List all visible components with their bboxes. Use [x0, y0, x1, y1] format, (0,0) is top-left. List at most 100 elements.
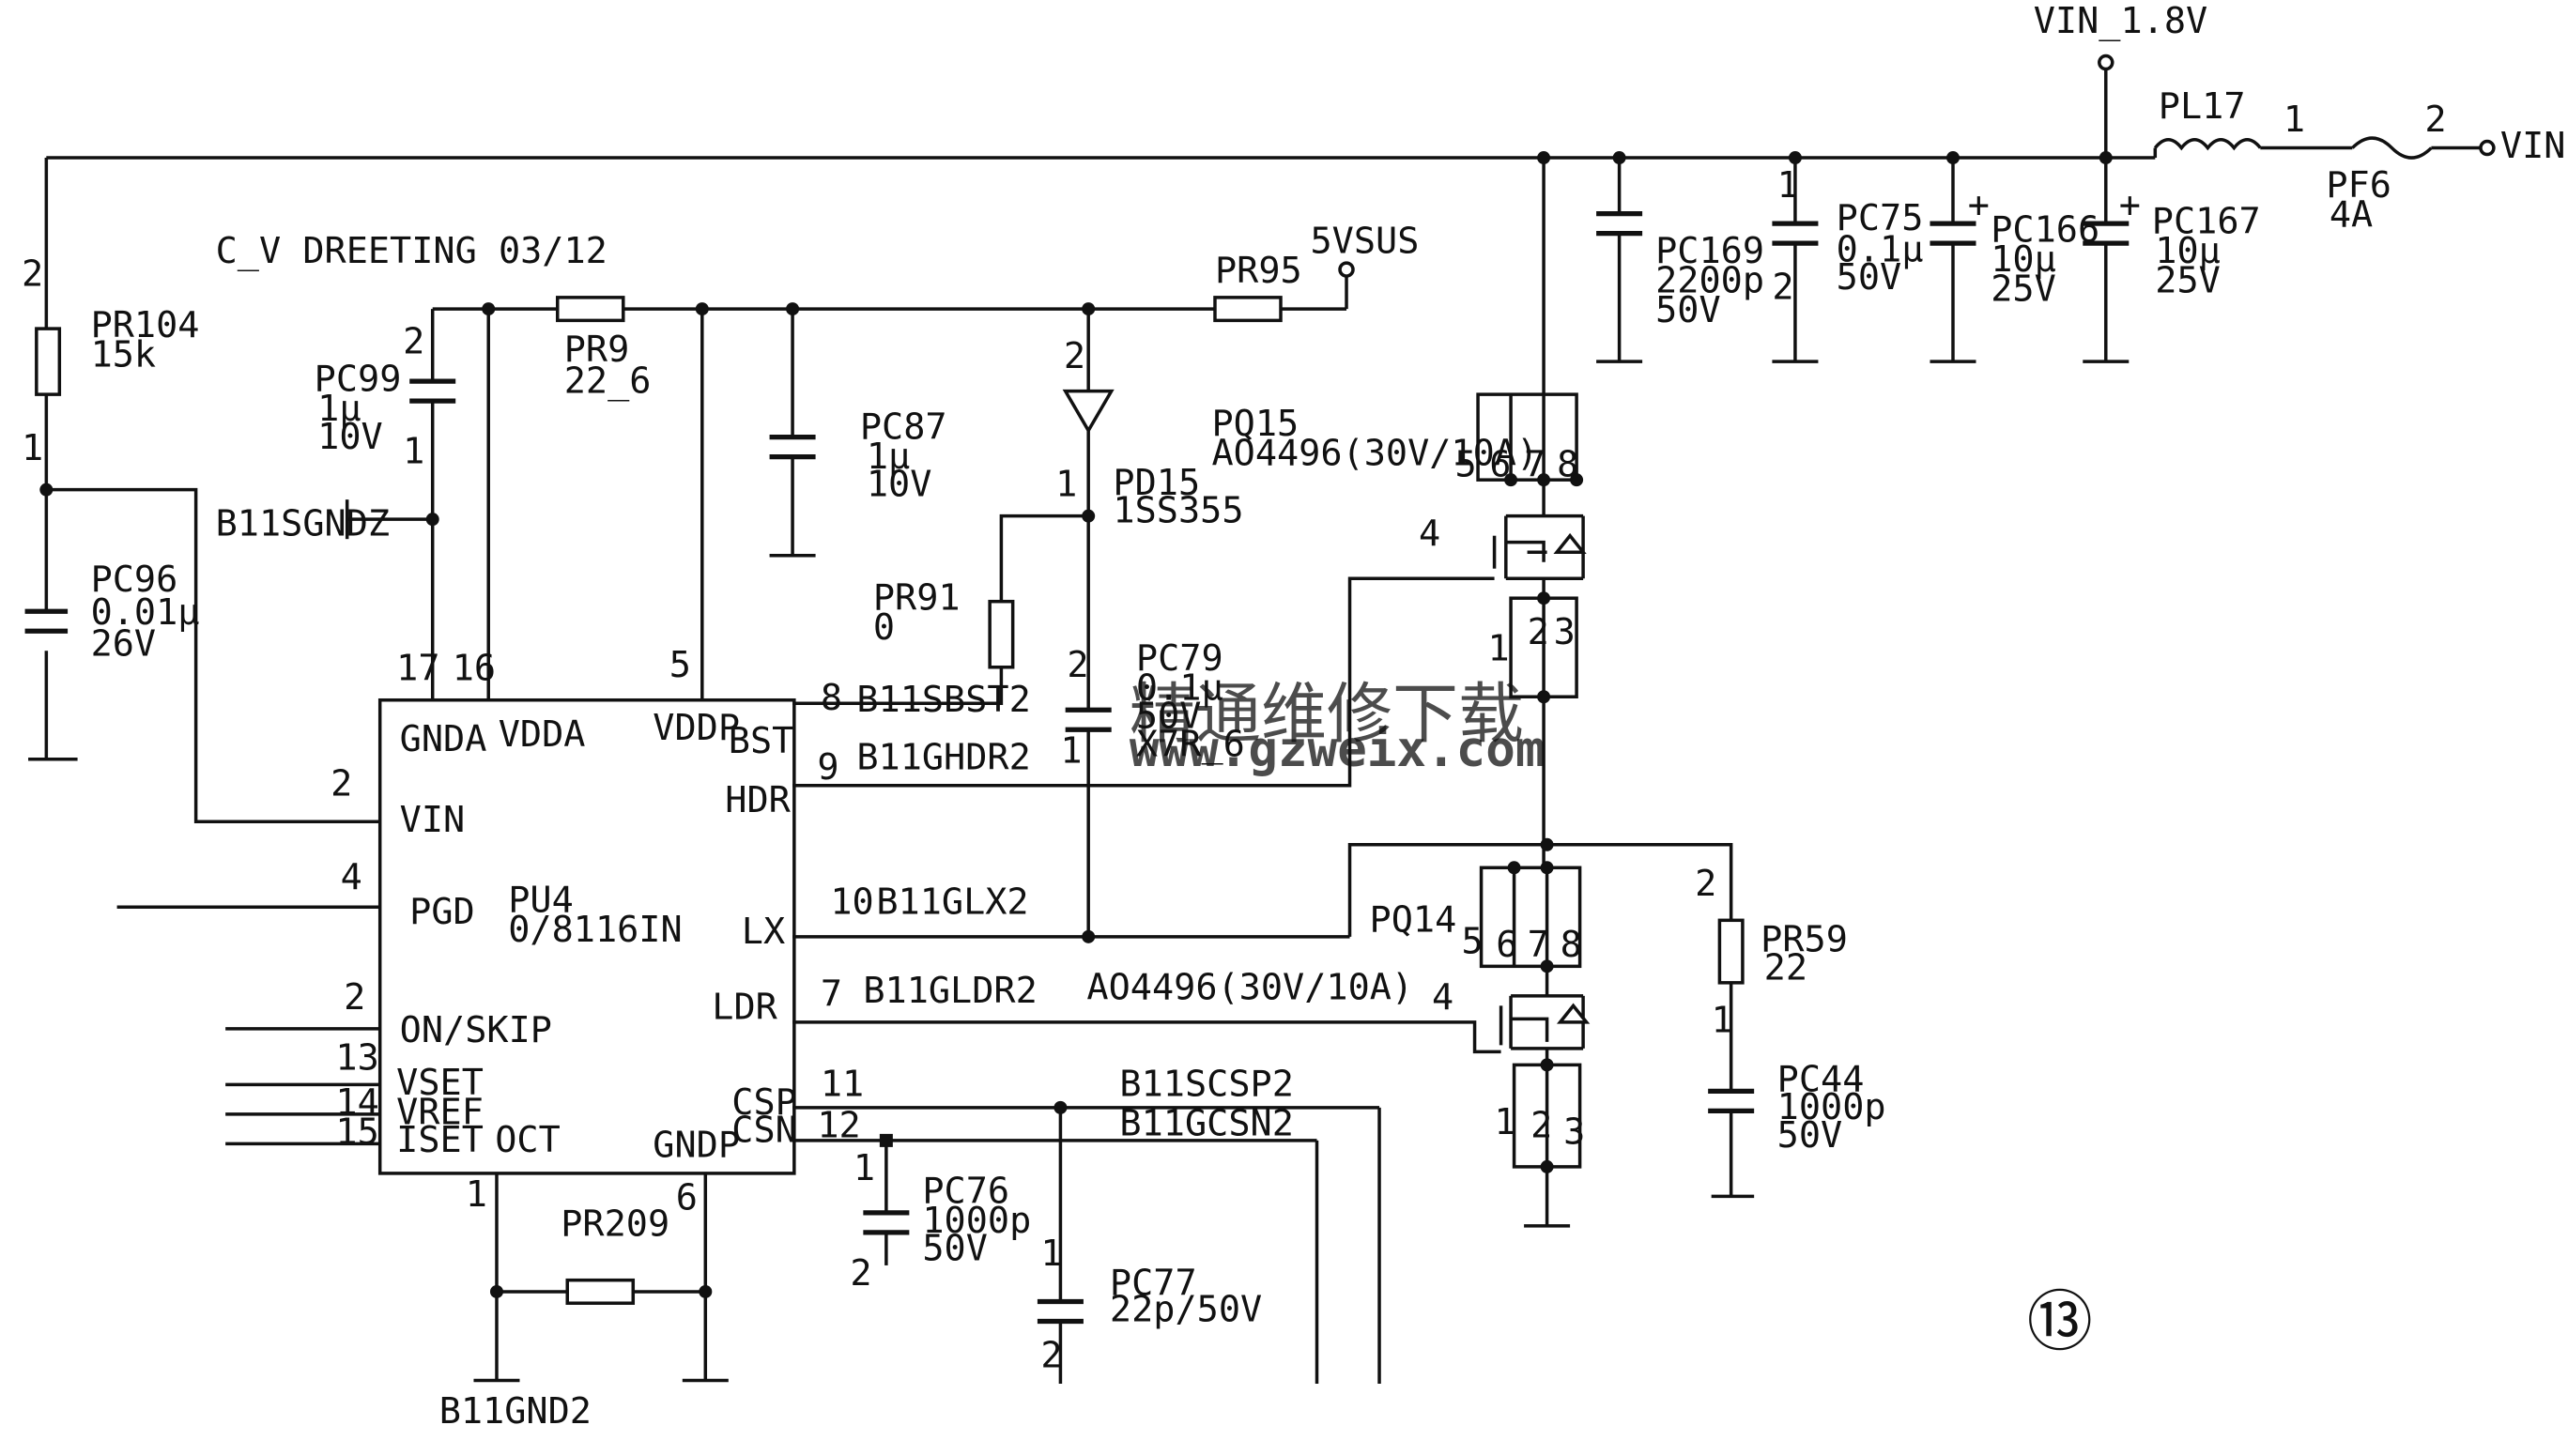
pc99-ref: PC99: [315, 359, 402, 401]
net-5vsus-label: 5VSUS: [1311, 221, 1420, 263]
net-vin-label: VIN: [2500, 125, 2566, 167]
net-b11sbst2-label: B11SBST2: [856, 679, 1030, 721]
svg-text:6: 6: [1496, 924, 1517, 966]
ic-pin-csp: CSP: [731, 1081, 797, 1124]
pr91-ref: PR91: [873, 576, 961, 619]
pr59-ref: PR59: [1761, 919, 1848, 961]
svg-text:6: 6: [1489, 444, 1511, 486]
net-b11sgndz-label: B11SGNDZ: [216, 503, 390, 545]
vin18-terminal: [2098, 54, 2114, 71]
page-mark: ⑬: [2027, 1283, 2093, 1360]
svg-text:1: 1: [2284, 99, 2305, 141]
ic-pin-hdr: HDR: [725, 779, 791, 821]
pq15-value: AO4496(30V/10A): [1211, 432, 1538, 474]
ic-pinnum-12: 12: [817, 1104, 860, 1146]
pc166-rating: 25V: [1991, 268, 2056, 310]
pq14-body-diode: [1556, 1003, 1591, 1024]
ic-pin-onskip: ON/SKIP: [400, 1009, 552, 1051]
watermark-url: www.gzweix.com: [1130, 721, 1545, 778]
svg-text:1: 1: [1055, 464, 1077, 506]
svg-text:1: 1: [1777, 164, 1799, 207]
pf6-ref: PF6: [2326, 164, 2391, 207]
svg-text:2: 2: [1067, 644, 1088, 686]
ic-pin-ocp: OCT: [495, 1119, 561, 1161]
svg-text:2: 2: [22, 253, 43, 296]
svg-text:5: 5: [1455, 444, 1477, 486]
ic-pin-vdda: VDDA: [499, 713, 586, 756]
net-b11gnd2-label: B11GND2: [439, 1390, 592, 1433]
pr209-resistor: [565, 1278, 636, 1305]
pr95-resistor: [1213, 296, 1283, 323]
pd15-value: 1SS355: [1113, 490, 1243, 532]
svg-text:7: 7: [1524, 444, 1545, 486]
net-vin18-label: VIN_1.8V: [2034, 0, 2207, 42]
svg-text:2: 2: [850, 1252, 871, 1295]
svg-text:+: +: [2119, 184, 2141, 226]
svg-text:2: 2: [2424, 99, 2446, 141]
pc169-ref: PC169: [1655, 230, 1764, 272]
svg-text:2: 2: [1695, 863, 1716, 905]
pr59-value: 22: [1764, 946, 1807, 989]
pr59-resistor: [1717, 918, 1745, 985]
svg-text:1: 1: [403, 431, 424, 473]
pc96-ref: PC96: [91, 559, 178, 601]
pc166-ref: PC166: [1991, 208, 2099, 251]
ic-pin-pgd: PGD: [409, 891, 475, 933]
svg-text:8: 8: [1561, 924, 1582, 966]
svg-text:1: 1: [1060, 729, 1082, 772]
svg-text:4: 4: [1432, 976, 1453, 1019]
pr104-value: 15k: [91, 333, 157, 375]
ic-pinnum-5: 5: [669, 644, 691, 686]
pc79-value: 0.1μ: [1136, 667, 1223, 710]
pc75-rating: 50V: [1837, 256, 1902, 299]
pl17-ref: PL17: [2159, 85, 2246, 128]
pc76-value: 1000p: [922, 1200, 1031, 1242]
ic-pin-iset: ISET: [396, 1119, 484, 1161]
capacitor-plates: [24, 210, 2130, 1325]
pc96-value: 0.01μ: [91, 591, 200, 634]
pc77-ref: PC77: [1110, 1262, 1197, 1304]
net-b11ghdr2-label: B11GHDR2: [856, 736, 1030, 778]
pr104-ref: PR104: [91, 304, 200, 346]
pr91-resistor: [988, 599, 1015, 669]
svg-text:1: 1: [1040, 1233, 1062, 1275]
ic-pin-gnda: GNDA: [400, 718, 487, 760]
svg-text:2: 2: [403, 320, 424, 362]
pr9-resistor: [556, 296, 625, 323]
svg-text:2: 2: [1772, 267, 1793, 309]
pr104-resistor: [35, 327, 62, 396]
pq14-ref: PQ14: [1370, 899, 1457, 942]
svg-text:1: 1: [1488, 628, 1510, 670]
net-b11glx2-label: B11GLX2: [876, 881, 1028, 923]
ic-part: 0/8116IN: [508, 909, 682, 951]
net-b11scsp2-label: B11SCSP2: [1119, 1064, 1293, 1106]
ic-pinnum-16: 16: [453, 648, 496, 690]
net-b11gcsn2-label: B11GCSN2: [1119, 1103, 1293, 1145]
ic-pinnum-7: 7: [821, 973, 842, 1015]
pc96-rating: 26V: [91, 622, 157, 665]
svg-text:2: 2: [1040, 1334, 1062, 1376]
ic-pin-vddp: VDDP: [653, 707, 740, 749]
svg-text:8: 8: [1557, 444, 1578, 486]
ic-pinnum-2: 2: [331, 762, 352, 805]
ic-pinnum-15: 15: [335, 1111, 378, 1153]
pc44-rating: 50V: [1777, 1114, 1843, 1157]
ic-pinnum-2b: 2: [344, 976, 365, 1019]
wires: [28, 69, 2481, 1384]
5vsus-terminal: [1338, 261, 1355, 278]
pc76-ref: PC76: [922, 1170, 1009, 1212]
pc87-ref: PC87: [860, 406, 947, 448]
pr91-value: 0: [873, 606, 895, 649]
ic-pin-csn: CSN: [731, 1110, 797, 1152]
design-note: C_V DREETING 03/12: [216, 230, 607, 272]
pq14-value: AO4496(30V/10A): [1086, 966, 1413, 1008]
pq15-ref: PQ15: [1211, 403, 1299, 445]
ic-pin-vref: VREF: [396, 1091, 484, 1133]
pc167-rating: 25V: [2155, 260, 2221, 302]
ic-pin-lx: LX: [742, 911, 785, 953]
pc167-ref: PC167: [2152, 201, 2261, 243]
ic-pinnum-11: 11: [821, 1064, 864, 1106]
ic-pin-gndp: GNDP: [653, 1124, 740, 1166]
pf6-value: 4A: [2330, 194, 2373, 237]
